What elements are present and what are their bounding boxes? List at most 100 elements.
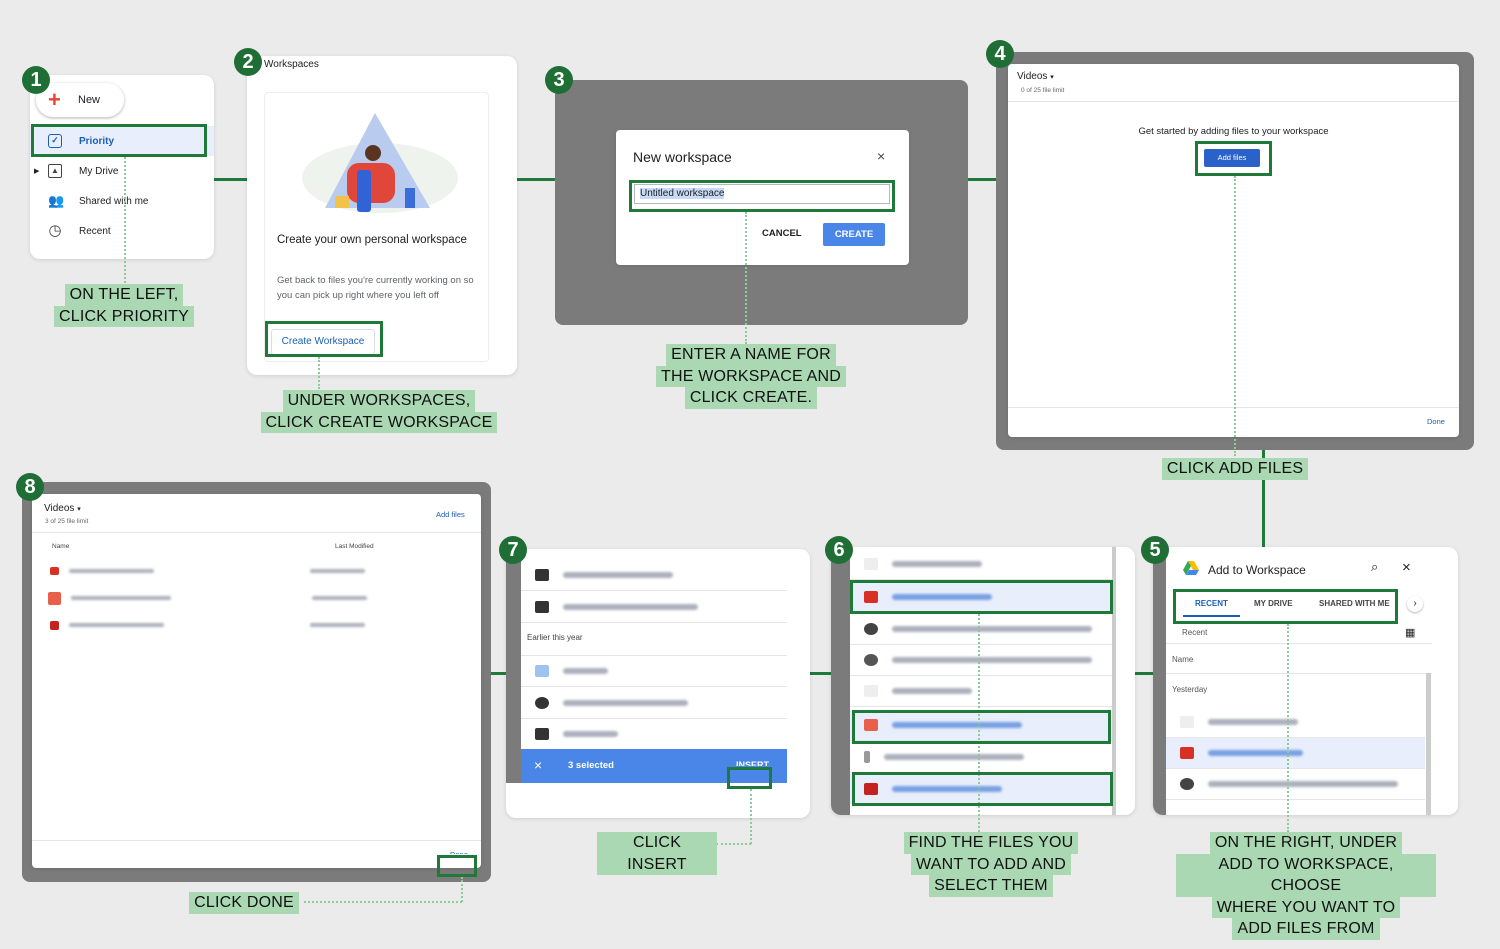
highlight-tabs [1173, 589, 1398, 624]
highlight-selected-file [850, 580, 1113, 614]
sidebar-item-label: My Drive [79, 165, 119, 177]
file-row-selected[interactable] [850, 710, 1112, 741]
insert-button[interactable]: INSERT [736, 760, 770, 766]
highlight-done [437, 855, 477, 877]
step-badge-6: 6 [825, 536, 853, 564]
pointer-line [318, 357, 320, 389]
file-row[interactable] [850, 614, 1112, 645]
file-row[interactable] [521, 687, 787, 719]
pointer-line [1234, 176, 1236, 456]
pointer-line [716, 843, 751, 845]
file-row[interactable] [850, 742, 1112, 773]
close-selection-icon[interactable]: × [534, 757, 543, 773]
add-files-link[interactable]: Add files [436, 510, 465, 519]
tab-recent[interactable]: RECENT [1183, 599, 1240, 617]
sidebar-item-shared[interactable]: 👥 Shared with me [30, 186, 214, 216]
cancel-button[interactable]: CANCEL [762, 228, 802, 239]
plus-icon: + [48, 87, 61, 112]
file-row[interactable] [521, 559, 787, 591]
file-row[interactable] [1166, 707, 1425, 738]
workspace-title[interactable]: Videos ▾ [1017, 71, 1054, 82]
backdrop-strip [831, 547, 850, 815]
dialog-title: New workspace [633, 149, 732, 165]
sidebar-item-recent[interactable]: ◷ Recent [30, 216, 214, 246]
caption-step-4: CLICK ADD FILES [1135, 458, 1335, 480]
expand-arrow-icon[interactable]: ▶ [34, 168, 40, 175]
group-label: Earlier this year [527, 633, 583, 642]
divider [32, 532, 481, 533]
card-title: Create your own personal workspace [277, 234, 467, 246]
highlight-create-workspace [265, 321, 383, 357]
grid-view-icon[interactable]: ▦ [1405, 627, 1416, 639]
caption-step-1: ON THE LEFT,CLICK PRIORITY [24, 284, 224, 327]
pointer-line [124, 157, 126, 283]
highlight-insert [727, 767, 772, 789]
close-icon[interactable]: × [877, 148, 886, 164]
file-row[interactable] [1166, 769, 1425, 800]
add-files-button[interactable]: Add files [1204, 149, 1260, 167]
search-icon[interactable]: ⌕ [1371, 559, 1379, 574]
card-body: Get back to files you're currently worki… [277, 275, 474, 301]
file-row-selected[interactable] [850, 582, 1112, 612]
file-row-selected[interactable] [850, 774, 1112, 804]
step-badge-3: 3 [545, 66, 573, 94]
caption-step-8: CLICK DONE [184, 892, 304, 914]
sidebar-item-my-drive[interactable]: ▶ ▲ My Drive [30, 156, 214, 186]
highlight-name-input [629, 180, 895, 212]
step-badge-7: 7 [499, 536, 527, 564]
close-icon[interactable]: × [1402, 559, 1411, 576]
file-row[interactable] [850, 549, 1112, 580]
sidebar-item-priority[interactable]: ✓ Priority [30, 126, 214, 156]
workspaces-heading: Workspaces [264, 59, 319, 70]
group-label: Yesterday [1172, 685, 1208, 694]
create-button[interactable]: CREATE [823, 223, 885, 246]
file-row[interactable] [850, 676, 1112, 707]
workspaces-panel: Workspaces Create your own personal work… [247, 56, 517, 375]
file-list-panel [831, 547, 1135, 815]
file-row[interactable] [521, 591, 787, 623]
add-to-workspace-panel: Add to Workspace ⌕ × RECENT MY DRIVE SHA… [1153, 547, 1458, 815]
workspace-card: Create your own personal workspace Get b… [264, 92, 489, 362]
final-workspace: Videos ▾ 3 of 25 file limit Add files Na… [32, 494, 481, 868]
done-button[interactable]: Done [450, 850, 468, 854]
new-button[interactable]: + New [36, 83, 124, 117]
highlight-priority [31, 124, 207, 157]
pointer-line [750, 789, 752, 844]
highlight-selected-file [852, 772, 1113, 806]
clock-icon: ◷ [48, 222, 62, 239]
section-label: Recent [1182, 628, 1208, 637]
tab-my-drive[interactable]: MY DRIVE [1254, 599, 1293, 608]
dropdown-icon: ▾ [1050, 74, 1054, 81]
divider [1166, 673, 1432, 674]
empty-prompt: Get started by adding files to your work… [1138, 126, 1329, 137]
new-workspace-dialog: New workspace × Untitled workspace CANCE… [616, 130, 909, 265]
step-badge-1: 1 [22, 66, 50, 94]
divider [1008, 407, 1459, 408]
scrollbar[interactable] [1112, 547, 1116, 815]
chevron-right-icon[interactable]: › [1407, 596, 1423, 612]
done-button[interactable]: Done [1427, 417, 1445, 426]
file-row[interactable] [521, 655, 787, 687]
column-header-name: Name [52, 543, 70, 550]
connector-line [490, 672, 1160, 675]
tab-shared-with-me[interactable]: SHARED WITH ME [1319, 599, 1390, 608]
picker-panel: Earlier this year × 3 selected INSERT [506, 549, 810, 818]
file-row[interactable] [521, 719, 787, 749]
scrollbar[interactable] [1426, 673, 1431, 815]
file-limit: 0 of 25 file limit [1021, 87, 1065, 94]
caption-step-2: UNDER WORKSPACES,CLICK CREATE WORKSPACE [239, 390, 519, 433]
workspace-name-input[interactable]: Untitled workspace [634, 184, 890, 204]
sidebar-item-label: Priority [79, 135, 115, 147]
file-row[interactable] [32, 562, 481, 580]
divider [1166, 643, 1432, 644]
dialog-title: Add to Workspace [1208, 563, 1306, 577]
empty-workspace: Videos ▾ 0 of 25 file limit Get started … [1008, 64, 1459, 437]
step-badge-8: 8 [16, 473, 44, 501]
sidebar-item-label: Recent [79, 225, 111, 237]
file-row[interactable] [32, 589, 481, 607]
file-row[interactable] [850, 645, 1112, 676]
file-row[interactable] [32, 616, 481, 634]
workspace-title[interactable]: Videos ▾ [44, 503, 81, 514]
file-row-selected[interactable] [1166, 738, 1425, 769]
